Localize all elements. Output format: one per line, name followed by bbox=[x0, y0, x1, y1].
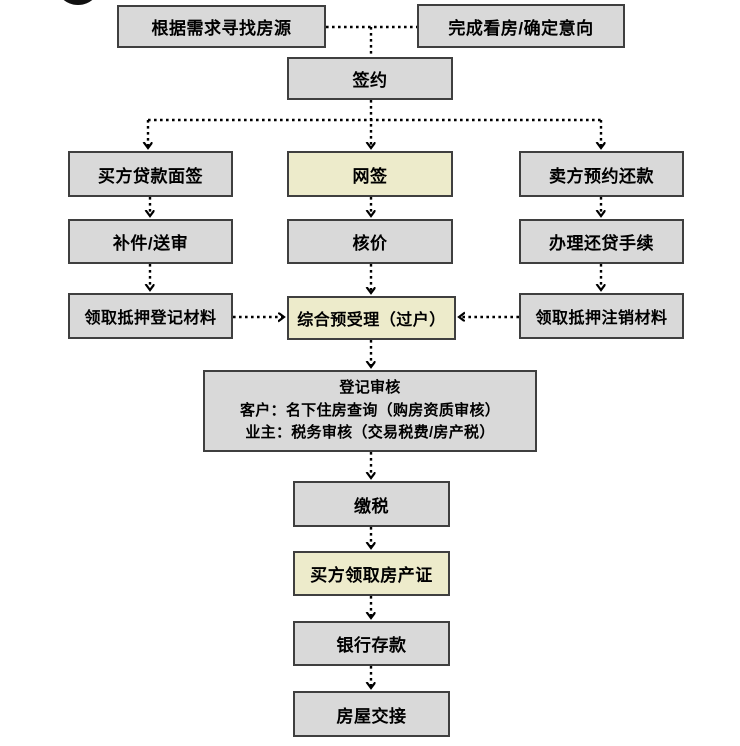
node-handover-label: 房屋交接 bbox=[336, 706, 407, 726]
node-sign-contract-label: 签约 bbox=[352, 71, 388, 90]
node-buyer-loan-interview-label: 买方贷款面签 bbox=[98, 166, 203, 186]
node-seller-repay-booking-label: 卖方预约还款 bbox=[549, 166, 654, 186]
node-repay-loan: 办理还贷手续 bbox=[519, 219, 684, 264]
node-repay-loan-label: 办理还贷手续 bbox=[549, 234, 654, 253]
node-buyer-deed: 买方领取房产证 bbox=[293, 551, 450, 596]
node-confirm-intent-label: 完成看房/确定意向 bbox=[448, 18, 594, 38]
node-registration-review-owner-line: 业主：税务审核（交易税费/房产税） bbox=[245, 424, 495, 442]
cropped-circle-decoration bbox=[63, 0, 93, 5]
node-bank-deposit-label: 银行存款 bbox=[336, 636, 407, 655]
node-pre-acceptance-label: 综合预受理（过户） bbox=[297, 312, 446, 329]
node-supplement-submit-label: 补件/送审 bbox=[112, 234, 189, 253]
node-mortgage-reg-materials-label: 领取抵押登记材料 bbox=[84, 310, 217, 327]
node-mortgage-cancel-materials: 领取抵押注销材料 bbox=[519, 293, 684, 339]
node-registration-review-title: 登记审核 bbox=[339, 379, 401, 397]
node-registration-review-customer-line: 客户：名下住房查询（购房资质审核） bbox=[239, 401, 501, 419]
node-price-check-label: 核价 bbox=[352, 234, 388, 253]
node-online-sign-label: 网签 bbox=[352, 166, 388, 186]
node-buyer-loan-interview: 买方贷款面签 bbox=[68, 151, 233, 197]
node-sign-contract: 签约 bbox=[287, 57, 453, 100]
node-find-house: 根据需求寻找房源 bbox=[117, 5, 326, 48]
node-seller-repay-booking: 卖方预约还款 bbox=[519, 151, 684, 197]
node-pre-acceptance: 综合预受理（过户） bbox=[287, 296, 456, 340]
node-registration-review: 登记审核 客户：名下住房查询（购房资质审核） 业主：税务审核（交易税费/房产税） bbox=[203, 370, 537, 452]
node-handover: 房屋交接 bbox=[293, 691, 450, 737]
node-mortgage-reg-materials: 领取抵押登记材料 bbox=[68, 293, 233, 339]
node-pay-tax: 缴税 bbox=[293, 481, 450, 527]
node-mortgage-cancel-materials-label: 领取抵押注销材料 bbox=[535, 310, 668, 327]
node-online-sign: 网签 bbox=[287, 151, 453, 197]
node-buyer-deed-label: 买方领取房产证 bbox=[310, 566, 433, 585]
node-price-check: 核价 bbox=[287, 219, 453, 264]
node-bank-deposit: 银行存款 bbox=[293, 621, 450, 666]
node-supplement-submit: 补件/送审 bbox=[68, 219, 233, 264]
node-find-house-label: 根据需求寻找房源 bbox=[151, 19, 292, 38]
node-confirm-intent: 完成看房/确定意向 bbox=[417, 4, 625, 48]
node-pay-tax-label: 缴税 bbox=[354, 496, 389, 516]
